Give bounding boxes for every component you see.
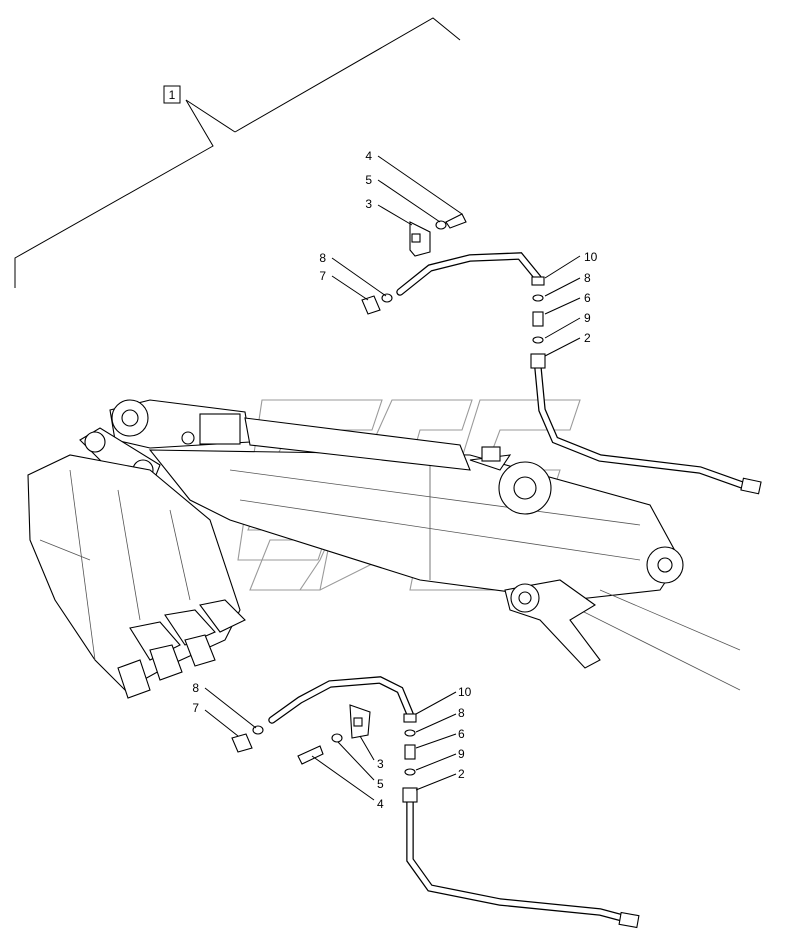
lower-callout-4: 4 [377, 797, 384, 811]
lower-callout-10: 10 [458, 685, 472, 699]
upper-callout-2: 2 [584, 331, 591, 345]
lower-pipe-assembly [268, 676, 634, 924]
lower-hose-end-2 [402, 787, 418, 803]
lower-nut-10 [403, 713, 417, 723]
group-label-1: 1 [163, 85, 181, 104]
upper-hose-end-2 [530, 353, 546, 369]
lower-oring-9 [404, 768, 416, 776]
upper-callout-10: 10 [584, 250, 598, 264]
lower-callout-9: 9 [458, 747, 465, 761]
lower-hose-fitting [618, 911, 640, 929]
upper-oring-9 [532, 336, 544, 344]
lower-callout-8-right: 8 [458, 706, 465, 720]
lower-clamp-3 [349, 704, 371, 739]
lower-oring-8-right [404, 729, 416, 737]
lower-callout-5: 5 [377, 777, 384, 791]
lower-nut-7 [231, 733, 253, 753]
upper-oring-8-right [532, 294, 544, 302]
upper-callout-8-right: 8 [584, 271, 591, 285]
bucket [27, 454, 246, 699]
upper-bolt-4 [445, 213, 467, 229]
upper-oring-8-left [381, 293, 393, 303]
lower-leaders [204, 687, 457, 801]
upper-callout-6: 6 [584, 291, 591, 305]
lower-washer-5 [331, 733, 343, 743]
upper-nut-10 [531, 276, 545, 286]
lower-callout-7: 7 [192, 701, 199, 715]
upper-callout-5: 5 [365, 173, 372, 187]
boom-assembly [79, 399, 741, 691]
upper-leaders [331, 155, 581, 357]
upper-adapter-6 [532, 311, 544, 327]
upper-clamp-3 [409, 221, 431, 257]
upper-washer-5 [435, 220, 447, 230]
lower-callout-2: 2 [458, 767, 465, 781]
upper-callout-7: 7 [319, 269, 326, 283]
upper-nut-7 [361, 295, 381, 315]
upper-callout-3: 3 [365, 197, 372, 211]
upper-pipe-assembly [396, 252, 749, 490]
lower-callout-3: 3 [377, 757, 384, 771]
upper-callout-4: 4 [365, 149, 372, 163]
upper-callout-8-left: 8 [319, 251, 326, 265]
upper-hose-fitting [740, 477, 762, 495]
lower-callout-6: 6 [458, 727, 465, 741]
svg-text:1: 1 [169, 88, 176, 102]
upper-callout-9: 9 [584, 311, 591, 325]
lower-callout-8-left: 8 [192, 681, 199, 695]
group-leaders [14, 17, 461, 288]
lower-adapter-6 [404, 744, 416, 760]
lower-bolt-4 [297, 745, 324, 765]
